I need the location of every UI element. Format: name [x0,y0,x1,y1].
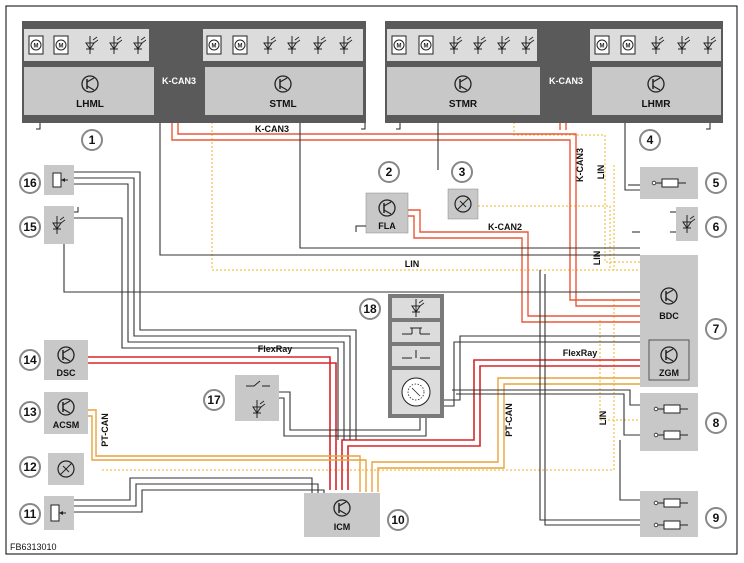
motor-icon [594,35,610,55]
bus-label-kcan3-mid: K-CAN3 [255,124,289,134]
right-seat-panel: STMR LHMR K-CAN3 [385,21,723,130]
module-dsc-label: DSC [56,368,76,378]
svg-text:7: 7 [713,322,720,336]
motor-icon [28,35,44,55]
svg-text:11: 11 [24,507,37,521]
bus-label-ptcan-right: PT-CAN [504,403,514,437]
svg-text:18: 18 [363,302,377,316]
svg-text:2: 2 [386,165,393,179]
module-bdc-label: BDC [659,311,679,321]
module-stmr [387,67,540,115]
svg-text:15: 15 [23,220,37,234]
bus-label-kcan3-right: K-CAN3 [549,76,583,86]
svg-text:10: 10 [391,513,405,527]
module-fla-label: FLA [378,221,396,231]
motor-icon [53,35,69,55]
callout-6: 6 [705,216,727,238]
module-stml-label: STML [269,99,296,110]
bus-label-kcan3-vertical: K-CAN3 [575,148,585,182]
callouts: 1 2 3 4 5 6 7 8 9 10 11 12 13 14 15 16 1… [19,129,727,531]
module-stmr-label: STMR [449,99,478,110]
heater-block-9 [640,491,698,537]
callout-17: 17 [203,389,225,411]
frame-code: FB6313010 [10,542,57,552]
svg-text:13: 13 [23,405,37,419]
sensor-icon [57,460,75,478]
svg-text:4: 4 [647,133,654,147]
callout-12: 12 [19,456,41,478]
callout-9: 9 [705,507,727,529]
motor-icon [418,35,434,55]
callout-1: 1 [81,129,103,151]
callout-4: 4 [639,129,661,151]
module-lhmr [592,67,721,115]
module-acsm-label: ACSM [53,420,80,430]
bus-label-flexray-left: FlexRay [258,344,293,354]
bus-label-lin-mid: LIN [405,259,420,269]
module-stml [205,67,363,115]
bus-label-kcan3-left: K-CAN3 [162,76,196,86]
bus-label-kcan2: K-CAN2 [488,222,522,232]
module-icm-label: ICM [334,522,351,532]
potentiometer-icon [50,504,66,522]
svg-text:16: 16 [23,176,37,190]
callout-3: 3 [451,161,473,183]
switch-block-15 [44,206,74,244]
light-sensor-icon [401,377,431,407]
svg-text:3: 3 [459,165,466,179]
svg-text:1: 1 [89,133,96,147]
sensor-icon [454,195,472,213]
switch-icon [402,327,430,335]
motor-icon [232,35,248,55]
callout-11: 11 [19,503,41,525]
motor-icon [620,35,636,55]
switch-icon [246,380,270,387]
callout-7: 7 [705,318,727,340]
svg-text:12: 12 [23,460,37,474]
callout-2: 2 [378,161,400,183]
callout-8: 8 [705,412,727,434]
module-lhmr-label: LHMR [642,99,672,110]
module-lhml-label: LHML [76,99,104,110]
heater-block-8 [640,393,698,451]
callout-16: 16 [19,172,41,194]
motor-icon [206,35,222,55]
module-lhml [24,67,154,115]
potentiometer-icon [52,172,68,188]
module-zgm-label: ZGM [659,368,679,378]
bus-label-lin-right-mid: LIN [592,251,602,266]
motor-icon [391,35,407,55]
svg-text:6: 6 [713,220,720,234]
svg-text:5: 5 [713,176,720,190]
callout-13: 13 [19,401,41,423]
callout-18: 18 [359,298,381,320]
bus-label-lin-right-lower: LIN [598,411,608,426]
svg-text:9: 9 [713,511,720,525]
callout-14: 14 [19,349,41,371]
callout-10: 10 [387,509,409,531]
svg-text:14: 14 [23,353,37,367]
callout-5: 5 [705,172,727,194]
svg-text:17: 17 [207,393,221,407]
wiring [58,96,640,526]
svg-text:8: 8 [713,416,720,430]
bus-label-flexray-right: FlexRay [563,348,598,358]
switch-icon [402,350,430,359]
callout-15: 15 [19,216,41,238]
left-seat-panel: LHML STML K-CAN3 [22,21,366,130]
bus-label-ptcan-left: PT-CAN [100,413,110,447]
bus-label-lin-right-upper: LIN [596,165,606,180]
